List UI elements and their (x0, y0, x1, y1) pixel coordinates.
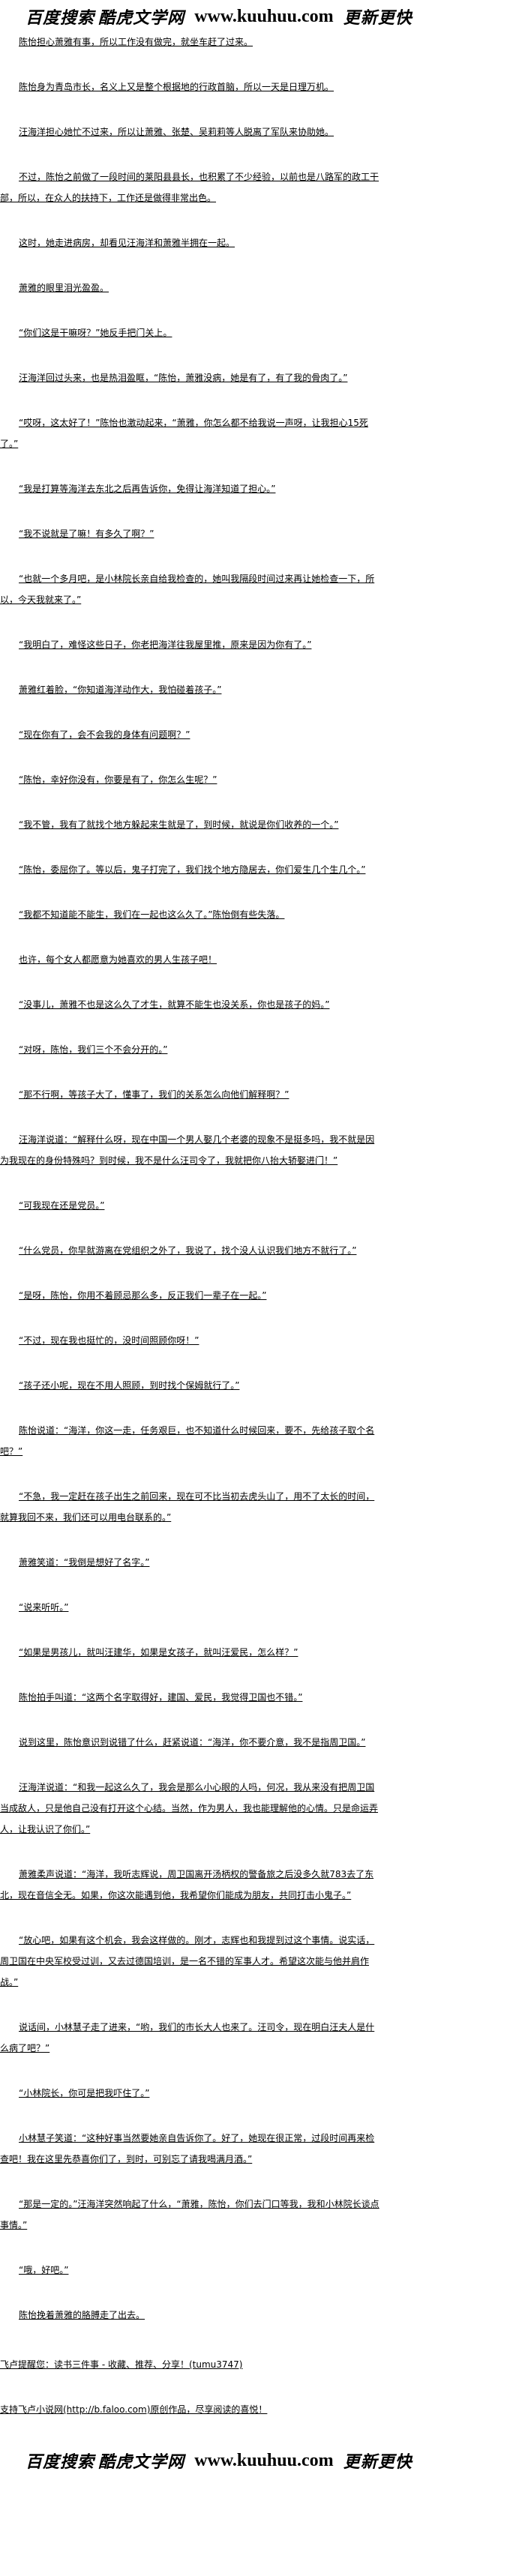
paragraph: 萧雅柔声说道：“海洋，我听志辉说，周卫国离开汤柄权的警备旅之后没多久就783去了… (0, 1869, 374, 1901)
paragraph: “不过，现在我也挺忙的，没时间照顾你呀！” (19, 1335, 200, 1346)
paragraph: 汪海洋说道：“解释什么呀，现在中国一个男人娶几个老婆的现象不是挺多吗，我不就是因… (0, 1134, 375, 1166)
banner-search-text: 百度搜索 (26, 8, 95, 28)
paragraph: 小林慧子笑道：“这种好事当然要她亲自告诉你了。好了，她现在很正常，过段时间再来检… (0, 2133, 375, 2164)
banner-slogan: 更新更快 (343, 8, 412, 28)
paragraph: “放心吧，如果有这个机会，我会这样做的。刚才，志辉也和我提到过这个事情。说实话，… (0, 1935, 375, 1987)
paragraph: “如果是男孩儿，就叫汪建华，如果是女孩子，就叫汪爱民，怎么样？” (19, 1647, 298, 1658)
paragraph: 说话间，小林慧子走了进来，“哟，我们的市长大人也来了。汪司令，现在明白汪夫人是什… (0, 2022, 375, 2053)
chapter-body: 陈怡担心萧雅有事，所以工作没有做完，就坐车赶了过来。陈怡身为青岛市长，名义上又是… (0, 27, 381, 2326)
site-banner-bottom: 百度搜索 酷虎文学网 www.kuuhuu.com 更新更快 (26, 2449, 525, 2473)
paragraph: “没事儿，萧雅不也是这么久了才生，就算不能生也没关系，你也是孩子的妈。” (19, 999, 330, 1010)
paragraph: 陈怡挽着萧雅的胳膊走了出去。 (19, 2310, 146, 2320)
banner-url: www.kuuhuu.com (194, 2450, 334, 2470)
paragraph: “不急，我一定赶在孩子出生之前回来，现在可不比当初去虎头山了，用不了太长的时间，… (0, 1491, 375, 1523)
paragraph: “那是一定的。”汪海洋突然响起了什么，“萧雅，陈怡，你们去门口等我，我和小林院长… (0, 2199, 380, 2230)
banner-site-name: 酷虎文学网 (98, 2452, 185, 2472)
paragraph: 汪海洋担心她忙不过来，所以让萧雅、张楚、吴莉莉等人脱离了军队来协助她。 (19, 127, 334, 137)
paragraph: “我是打算等海洋去东北之后再告诉你，免得让海洋知道了担心。” (19, 484, 276, 494)
paragraph: “我都不知道能不能生，我们在一起也这么久了。”陈怡倒有些失落。 (19, 909, 285, 920)
banner-site-name: 酷虎文学网 (98, 8, 185, 28)
footer-support-link: 支持飞卢小说网(http://b.faloo.com)原创作品，尽享阅读的喜悦！ (0, 2404, 268, 2415)
paragraph: 这时，她走进病房，却看见汪海洋和萧雅半拥在一起。 (19, 238, 236, 248)
paragraph: “哦，好吧。” (19, 2265, 69, 2275)
paragraph: “现在你有了，会不会我的身体有问题啊？” (19, 729, 190, 740)
paragraph: 萧雅红着脸，“你知道海洋动作大，我怕碰着孩子。” (19, 684, 222, 695)
banner-url: www.kuuhuu.com (194, 6, 334, 26)
paragraph: “陈怡，委屈你了。等以后，鬼子打完了，我们找个地方隐居去，你们爱生几个生几个。” (19, 864, 366, 875)
paragraph: “陈怡，幸好你没有，你要是有了，你怎么生呢？” (19, 774, 218, 785)
paragraph: “说来听听。” (19, 1602, 69, 1613)
paragraph: 萧雅的眼里泪光盈盈。 (19, 283, 110, 293)
paragraph: 不过，陈怡之前做了一段时间的莱阳县县长，也积累了不少经验，以前也是八路军的政工干… (0, 172, 380, 203)
paragraph: “你们这是干嘛呀？”她反手把门关上。 (19, 328, 172, 338)
paragraph: 汪海洋回过头来，也是热泪盈眶，“陈怡，萧雅没病，她是有了，有了我的骨肉了。” (19, 373, 348, 383)
banner-search-text: 百度搜索 (26, 2452, 95, 2472)
paragraph: 陈怡担心萧雅有事，所以工作没有做完，就坐车赶了过来。 (19, 37, 254, 47)
paragraph: 陈怡拍手叫道：“这两个名字取得好，建国、爱民，我觉得卫国也不错。” (19, 1692, 303, 1703)
site-banner-top: 百度搜索 酷虎文学网 www.kuuhuu.com 更新更快 (26, 4, 525, 28)
paragraph: “那不行啊，等孩子大了，懂事了，我们的关系怎么向他们解释啊？” (19, 1089, 290, 1100)
paragraph: “什么党员，你早就游离在党组织之外了，我说了，找个没人认识我们地方不就行了。” (19, 1245, 357, 1256)
paragraph: “我不管，我有了就找个地方躲起来生就是了，到时候，就说是你们收养的一个。” (19, 819, 339, 830)
paragraph: 说到这里，陈怡意识到说错了什么，赶紧说道：“海洋，你不要介意，我不是指周卫国。” (19, 1737, 366, 1748)
paragraph: “我不说就是了嘛！有多久了啊？” (19, 529, 154, 539)
paragraph: 萧雅笑道：“我倒是想好了名字。” (19, 1557, 150, 1568)
paragraph: “也就一个多月吧，是小林院长亲自给我检查的，她叫我隔段时间过来再让她检查一下，所… (0, 574, 375, 605)
paragraph: 也许，每个女人都愿意为她喜欢的男人生孩子吧！ (19, 954, 218, 965)
paragraph: “哎呀，这太好了！”陈怡也激动起来，“萧雅，你怎么都不给我说一声呀，让我担心15… (0, 418, 368, 449)
banner-slogan: 更新更快 (343, 2452, 412, 2472)
paragraph: “孩子还小呢，现在不用人照顾，到时找个保姆就行了。” (19, 1380, 240, 1391)
paragraph: 汪海洋说道：“和我一起这么久了，我会是那么小心眼的人吗，何况，我从来没有把周卫国… (0, 1782, 379, 1835)
footer-notes: 飞卢提醒您：读书三件事 - 收藏、推荐、分享！(tumu3747) 支持飞卢小说… (0, 2350, 381, 2420)
paragraph: “我明白了，难怪这些日子，你老把海洋往我屋里推，原来是因为你有了。” (19, 640, 312, 650)
paragraph: “可我现在还是党员。” (19, 1200, 105, 1211)
footer-reminder: 飞卢提醒您：读书三件事 - 收藏、推荐、分享！(tumu3747) (0, 2359, 243, 2370)
paragraph: “是呀，陈怡，你用不着顾忌那么多，反正我们一辈子在一起。” (19, 1290, 267, 1301)
paragraph: “对呀，陈怡，我们三个不会分开的。” (19, 1044, 168, 1055)
paragraph: 陈怡说道：“海洋，你这一走，任务艰巨，也不知道什么时候回来，要不，先给孩子取个名… (0, 1425, 375, 1457)
paragraph: “小林院长，你可是把我吓住了。” (19, 2088, 150, 2098)
paragraph: 陈怡身为青岛市长，名义上又是整个根据地的行政首脑，所以一天是日理万机。 (19, 82, 334, 92)
